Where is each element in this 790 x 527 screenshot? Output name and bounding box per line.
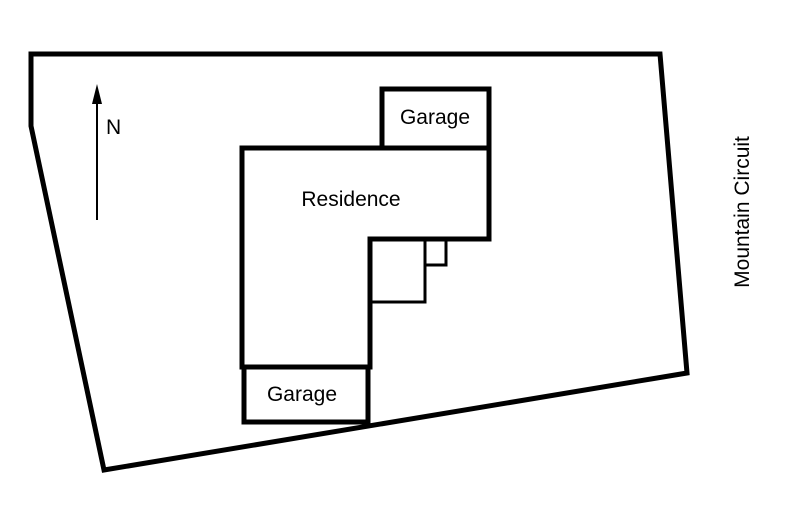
north-label: N [106,116,121,139]
garage-north-label: Garage [400,106,470,129]
annex-large [370,239,427,304]
property-boundary [28,51,690,473]
residence-label: Residence [301,188,400,211]
street-label: Mountain Circuit [731,136,754,288]
north-arrow-head [92,84,102,104]
garage-south-label: Garage [267,383,337,406]
garage-north-outline [379,86,492,151]
annex-small [425,239,448,267]
garage-south-outline [241,364,371,425]
north-arrow [92,84,102,220]
residence-outline [239,145,492,370]
